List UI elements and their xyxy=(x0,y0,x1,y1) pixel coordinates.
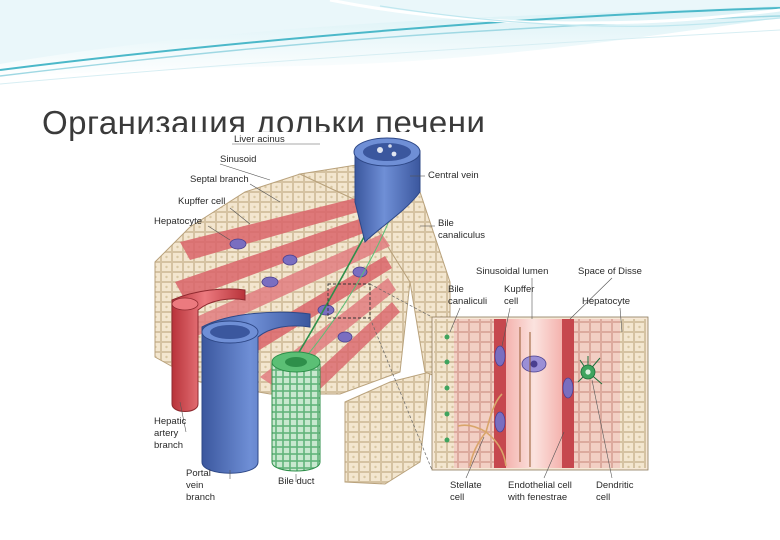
label-inset-hepatocyte: Hepatocyte xyxy=(582,296,630,307)
label-dendritic-cell: cell xyxy=(596,492,610,503)
label-kupffer-cell: Kupffer cell xyxy=(178,196,225,207)
banner-waves-graphic xyxy=(0,0,780,90)
label-endothelial-cell: Endothelial cell xyxy=(508,480,572,491)
label-stellate: Stellate xyxy=(450,480,482,491)
liver-lobule-illustration: Liver acinus Sinusoid Septal branch Kupf… xyxy=(150,132,656,510)
sinusoid-inset xyxy=(432,317,648,470)
label-inset-canaliculi: canaliculi xyxy=(448,296,487,307)
label-canaliculus: canaliculus xyxy=(438,230,485,241)
label-bile: Bile xyxy=(438,218,454,229)
label-space-of-disse: Space of Disse xyxy=(578,266,642,277)
label-central-vein: Central vein xyxy=(428,170,479,181)
label-portal: Portal xyxy=(186,468,211,479)
label-branch: branch xyxy=(154,440,183,451)
header-banner xyxy=(0,0,780,90)
label-with-fenestrae: with fenestrae xyxy=(507,492,567,503)
label-vein: vein xyxy=(186,480,203,491)
label-dendritic: Dendritic xyxy=(596,480,634,491)
bile-duct xyxy=(272,352,320,471)
label-septal-branch: Septal branch xyxy=(190,174,249,185)
label-bile-duct: Bile duct xyxy=(278,476,315,487)
label-hepatic: Hepatic xyxy=(154,416,186,427)
label-portal-branch: branch xyxy=(186,492,215,503)
label-sinusoidal-lumen: Sinusoidal lumen xyxy=(476,266,548,277)
label-sinusoid: Sinusoid xyxy=(220,154,256,165)
label-hepatocyte: Hepatocyte xyxy=(154,216,202,227)
liver-lobule-diagram: Liver acinus Sinusoid Septal branch Kupf… xyxy=(150,132,656,510)
label-liver-acinus: Liver acinus xyxy=(234,134,285,145)
label-inset-kupffer: Kupffer xyxy=(504,284,534,295)
label-stellate-cell: cell xyxy=(450,492,464,503)
label-artery: artery xyxy=(154,428,179,439)
label-inset-bile: Bile xyxy=(448,284,464,295)
label-inset-kupffer-cell: cell xyxy=(504,296,518,307)
